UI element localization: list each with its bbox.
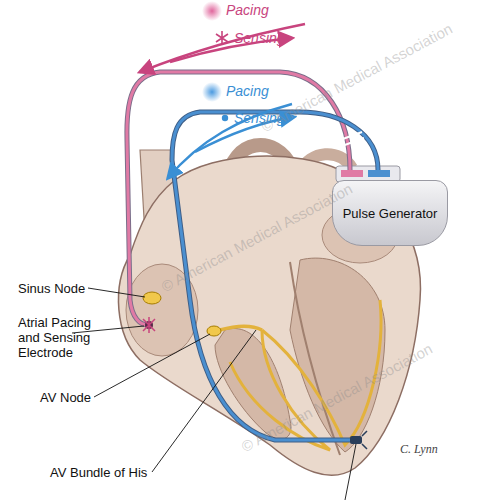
part-label: AV Node (40, 390, 91, 405)
pacing-arrow (140, 24, 305, 72)
signal-label: Pacing (226, 3, 269, 18)
watermark: © American Medical Association (159, 181, 355, 295)
device-label: Pulse Generator (337, 206, 444, 221)
ventricular-port (368, 170, 390, 177)
leader-line (94, 334, 210, 397)
watermark: © American Medical Association (259, 21, 455, 135)
sensing-symbol (216, 31, 228, 45)
lead-break (342, 138, 364, 146)
pacing-symbol (202, 82, 222, 102)
signal-label: Pacing (226, 84, 269, 99)
leader-line (345, 444, 356, 500)
sensing-symbol (222, 115, 228, 121)
pacing-symbol (202, 1, 222, 21)
electrode-tip (350, 436, 362, 444)
lead-break (340, 132, 362, 140)
signal-label: Sensing (234, 31, 285, 46)
ventricular-electrode (350, 431, 367, 449)
leader-line (88, 288, 145, 297)
sinus-node (143, 292, 161, 304)
leader-line (152, 330, 256, 472)
atrial-electrode (143, 317, 155, 333)
artist-signature: C. Lynn (400, 442, 438, 457)
bundle-of-his (220, 326, 262, 330)
atrial-port (341, 170, 363, 177)
part-label: Atrial Pacing and Sensing Electrode (18, 315, 106, 360)
electrode-tines (362, 431, 367, 449)
electrode-tines (143, 317, 155, 333)
part-label: Sinus Node (18, 281, 85, 296)
part-label: AV Bundle of His (50, 465, 147, 480)
watermark: © American Medical Association (239, 341, 435, 455)
